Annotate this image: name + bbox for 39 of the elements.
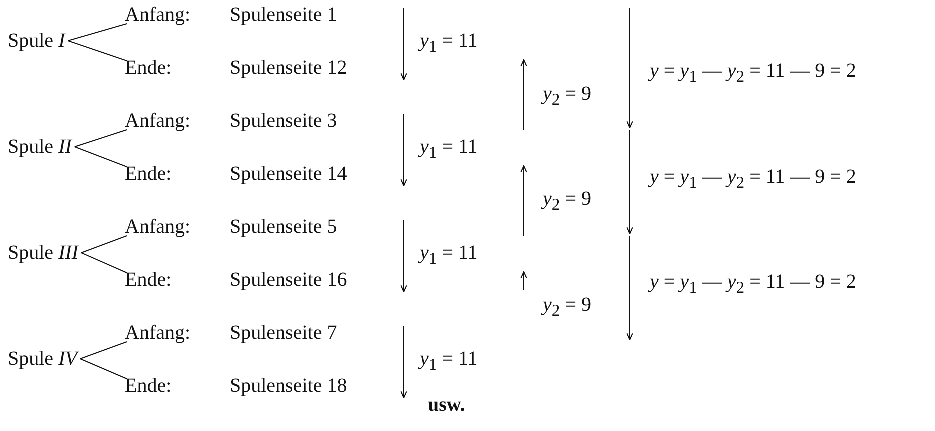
coil-side-label: Spulenseite 12: [230, 57, 348, 80]
equation-label: y$_{1}$ = 11: [420, 348, 478, 375]
branch-line: [68, 24, 128, 42]
equation-label: y$_{2}$ = 9: [543, 188, 592, 215]
continuation-note: usw.: [428, 394, 466, 417]
coil-side-label: Spulenseite 18: [230, 375, 348, 398]
branch-line: [68, 40, 128, 62]
equation-label: y$_{1}$ = 11: [420, 30, 478, 57]
branch-line: [80, 358, 128, 380]
equation-label: y = y$_{1}$ — y$_{2}$ = 11 — 9 = 2: [650, 271, 856, 298]
coil-side-label: Spulenseite 1: [230, 4, 338, 27]
coil-side-label: Spulenseite 3: [230, 110, 338, 133]
row-label: Anfang:: [125, 4, 191, 26]
equation-label: y$_{1}$ = 11: [420, 136, 478, 163]
coil-side-label: Spulenseite 5: [230, 216, 338, 239]
row-label: Ende:: [125, 57, 172, 79]
coil-side-label: Spulenseite 16: [230, 269, 348, 292]
branch-line: [81, 252, 128, 274]
branch-line: [74, 130, 128, 148]
equation-label: y$_{1}$ = 11: [420, 242, 478, 269]
coil-label: Spule I: [8, 30, 66, 52]
branch-line: [80, 342, 128, 360]
coil-side-label: Spulenseite 7: [230, 322, 338, 345]
row-label: Anfang:: [125, 110, 191, 132]
row-label: Ende:: [125, 375, 172, 397]
row-label: Anfang:: [125, 216, 191, 238]
branch-line: [81, 236, 128, 254]
equation-label: y = y$_{1}$ — y$_{2}$ = 11 — 9 = 2: [650, 166, 856, 193]
coil-label: Spule III: [8, 242, 79, 264]
coil-side-label: Spulenseite 14: [230, 163, 348, 186]
coil-label: Spule II: [8, 136, 72, 158]
branch-line: [74, 146, 128, 168]
equation-label: y = y$_{1}$ — y$_{2}$ = 11 — 9 = 2: [650, 60, 856, 87]
row-label: Ende:: [125, 163, 172, 185]
equation-label: y$_{2}$ = 9: [543, 294, 592, 321]
row-label: Ende:: [125, 269, 172, 291]
equation-label: y$_{2}$ = 9: [543, 83, 592, 110]
row-label: Anfang:: [125, 322, 191, 344]
coil-label: Spule IV: [8, 348, 78, 370]
